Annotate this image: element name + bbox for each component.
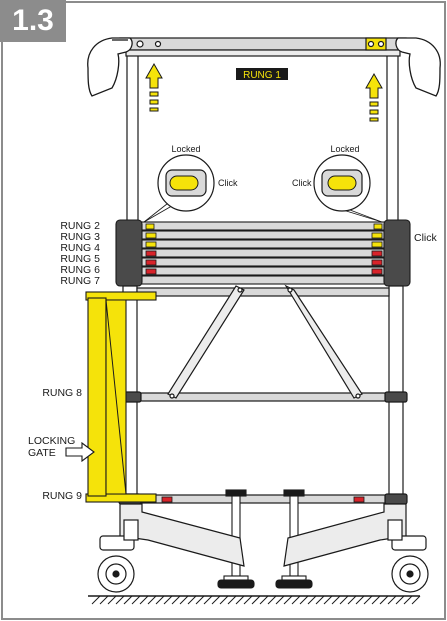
rung-lock-markers — [145, 223, 383, 275]
rung-4-bar — [121, 239, 403, 249]
rung-8-label: RUNG 8 — [42, 387, 82, 399]
rung-2-bar — [121, 221, 403, 231]
rung-9-lock-markers — [161, 496, 365, 503]
lift-arrow-right-icon — [365, 72, 383, 122]
lock-detail-left: Locked Click — [143, 144, 238, 223]
rung-7-bar — [121, 266, 403, 276]
locking-gate-label-line2: GATE — [28, 447, 56, 459]
lower-frame — [118, 284, 408, 505]
lift-arrow-left-icon — [145, 62, 163, 112]
rung-9-label: RUNG 9 — [42, 490, 82, 502]
rung-4-label: RUNG 4 — [60, 242, 100, 254]
click-label-side: Click — [414, 232, 437, 244]
base-outriggers — [119, 503, 407, 567]
hand-left-icon — [87, 37, 133, 97]
rung-5-bar — [121, 248, 403, 258]
rung-5-label: RUNG 5 — [60, 253, 100, 265]
click-label-right: Click — [292, 178, 312, 188]
rung-3-label: RUNG 3 — [60, 231, 100, 243]
rung-2-label: RUNG 2 — [60, 220, 100, 232]
locking-gate-label-line1: LOCKING — [28, 435, 75, 447]
rung-1-label: RUNG 1 — [243, 70, 281, 81]
rung-8-bar — [140, 392, 386, 402]
hand-right-icon — [395, 37, 441, 97]
castor-right — [387, 519, 429, 593]
rung-6-label: RUNG 6 — [60, 264, 100, 276]
rung-3-bar — [121, 230, 403, 240]
rung-1-bar — [119, 37, 407, 51]
locked-label-left: Locked — [171, 144, 200, 154]
lock-detail-right: Locked Click — [292, 144, 383, 223]
locking-gate — [85, 291, 157, 503]
locking-gate-arrow-icon — [65, 441, 95, 463]
rung-1-label-box: RUNG 1 — [236, 68, 288, 81]
ground — [88, 595, 421, 605]
rung-9-bar — [140, 494, 386, 504]
locked-label-right: Locked — [330, 144, 359, 154]
castor-left — [97, 519, 139, 593]
rung-stack — [115, 219, 411, 287]
click-label-left: Click — [218, 178, 238, 188]
rung-7-label: RUNG 7 — [60, 275, 100, 287]
step-number-badge: 1.3 — [0, 0, 66, 42]
rung-6-bar — [121, 257, 403, 267]
